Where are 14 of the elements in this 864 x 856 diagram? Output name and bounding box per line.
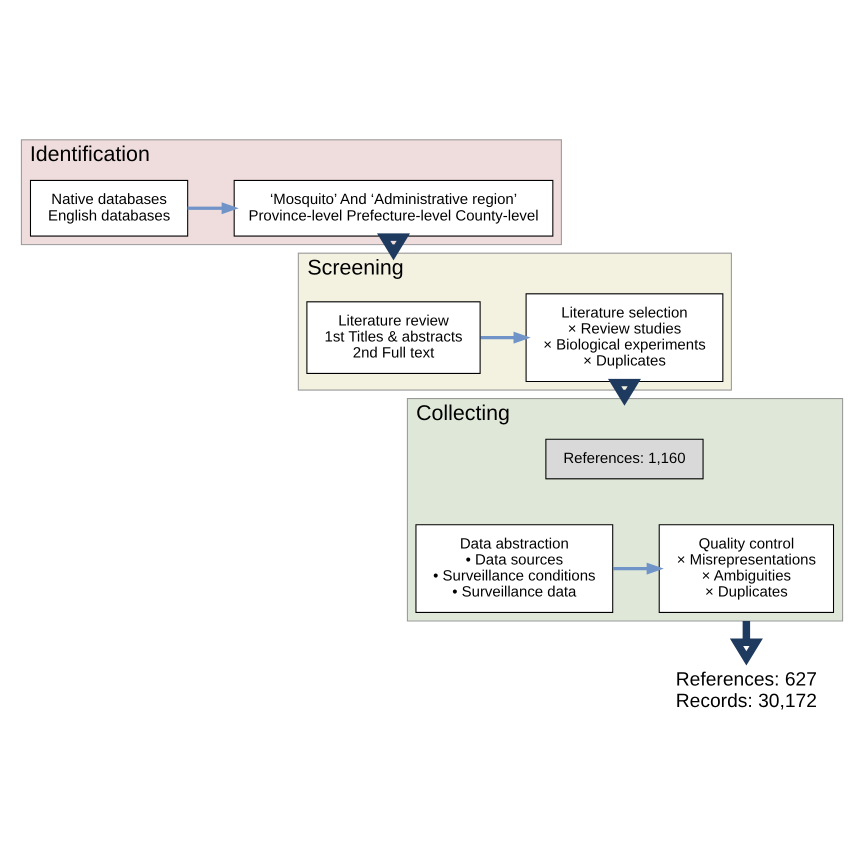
arrow	[377, 233, 410, 260]
node-box: References: 1,160	[545, 438, 704, 480]
arrow	[608, 378, 641, 406]
node-box: Native databases English databases	[30, 180, 188, 237]
arrow	[730, 621, 763, 666]
node-box: Quality control × Misrepresentations × Ambiguities × Duplicates	[658, 524, 834, 613]
node-box: Literature review 1st Titles & abstracts 2nd Full text	[306, 301, 481, 374]
node-box: Literature selection × Review studies × Biological experiments × Duplicates	[526, 293, 724, 382]
arrow	[480, 332, 531, 344]
node-box: Data abstraction • Data sources • Surveillance conditions • Surveillance data	[415, 524, 614, 613]
arrow	[188, 202, 239, 214]
arrow	[613, 562, 664, 575]
node-text: References: 627 Records: 30,172	[676, 670, 817, 712]
node-box: ‘Mosquito’ And ‘Administrative region’ Province-level Prefecture-level County-level	[234, 180, 554, 237]
